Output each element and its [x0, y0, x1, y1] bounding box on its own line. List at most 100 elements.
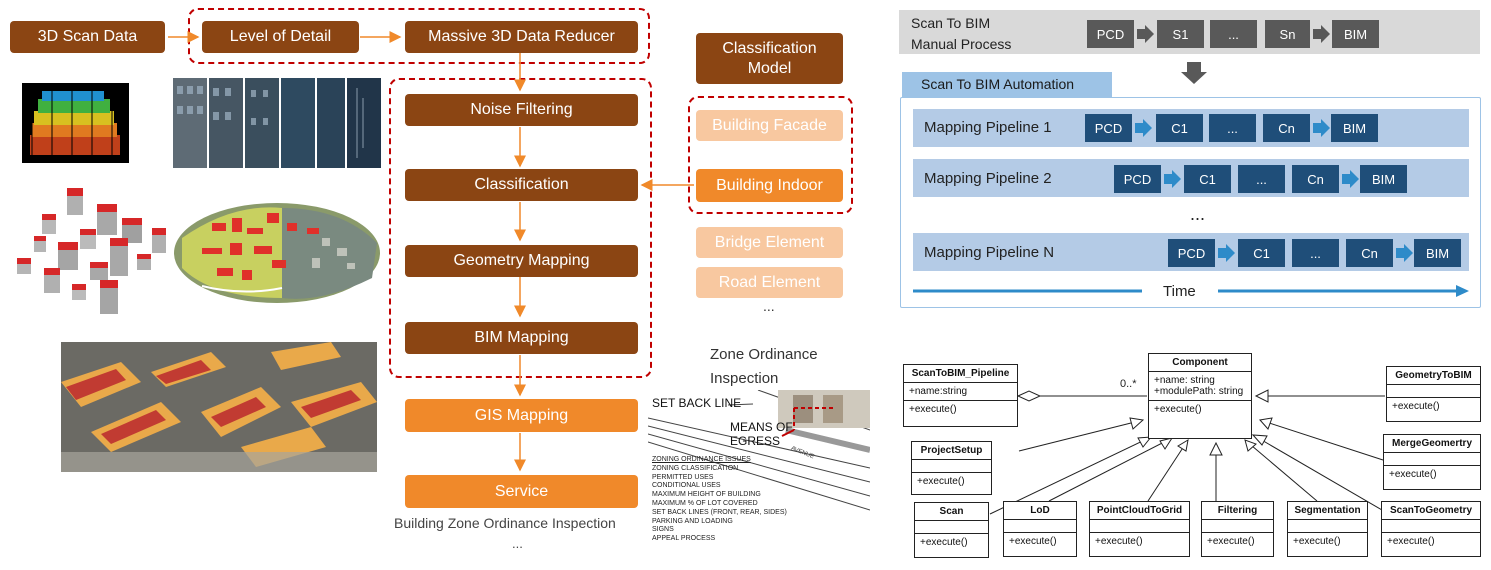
zoning-issue-item: APPEAL PROCESS: [652, 535, 716, 543]
pipeline-2-pcd: PCD: [1114, 165, 1161, 193]
automation-tab: [902, 72, 1112, 97]
automation-panel: [900, 97, 1481, 308]
zoning-issue-item: SET BACK LINES (FRONT, REAR, SIDES): [652, 508, 787, 516]
automation-tab-label: Scan To BIM Automation: [921, 76, 1075, 92]
facade-level-of-detail-images: [173, 78, 381, 168]
uml-pointcloud-to-grid: PointCloudToGrid +execute(): [1089, 501, 1190, 557]
uml-attributes: [1384, 453, 1480, 466]
uml-class-name: MergeGeomertry: [1384, 435, 1480, 453]
uml-class-name: Scan: [915, 503, 988, 521]
lod-buildings-image: [17, 188, 166, 314]
uml-class-name: ScanToGeometry: [1382, 502, 1480, 520]
uml-class-name: PointCloudToGrid: [1090, 502, 1189, 520]
manual-step-bim: BIM: [1332, 20, 1379, 48]
uml-operation: +execute(): [1392, 401, 1440, 412]
uml-operations: +execute(): [1090, 533, 1189, 550]
uml-operations: +execute(): [1387, 398, 1480, 415]
uml-attributes: [1202, 520, 1273, 533]
uml-class-name: Component: [1149, 354, 1251, 372]
uml-class-name: LoD: [1004, 502, 1076, 520]
pipeline-2-cn: Cn: [1292, 165, 1339, 193]
uml-attribute: +modulePath: string: [1154, 386, 1244, 397]
classification-ellipsis: ...: [763, 298, 775, 314]
uml-attribute: +name: string: [1154, 375, 1215, 386]
pipeline-n-cn: Cn: [1346, 239, 1393, 267]
uml-merge-geometry: MergeGeomertry +execute(): [1383, 434, 1481, 490]
classification-model-box: Classification Model: [696, 33, 843, 84]
uml-filtering: Filtering +execute(): [1201, 501, 1274, 557]
bridge-element-box: Bridge Element: [696, 227, 843, 258]
time-axis-label: Time: [1163, 283, 1196, 300]
pipeline-2-ellipsis: ...: [1238, 165, 1285, 193]
set-back-line-label: SET BACK LINE: [652, 396, 742, 410]
manual-step-s1: S1: [1157, 20, 1204, 48]
uml-operation: +execute(): [1293, 536, 1341, 547]
uml-component: Component +name: string +modulePath: str…: [1148, 353, 1252, 439]
geometry-mapping-box: Geometry Mapping: [405, 245, 638, 277]
uml-scan: Scan +execute(): [914, 502, 989, 558]
zone-inspection-drawing: SET BACK LINE MEANS OF EGRESS AVENUE ZON…: [648, 390, 870, 550]
uml-operations: +execute(): [1384, 466, 1480, 483]
zoning-issue-item: SIGNS: [652, 526, 674, 534]
zoning-issue-item: PARKING AND LOADING: [652, 517, 733, 525]
building-indoor-box: Building Indoor: [696, 169, 843, 202]
data-reducer-box: Massive 3D Data Reducer: [405, 21, 638, 53]
uml-operation: +execute(): [1207, 536, 1255, 547]
zoning-issue-item: MAXIMUM HEIGHT OF BUILDING: [652, 491, 761, 499]
uml-operation: +execute(): [909, 404, 957, 415]
uml-operations: +execute(): [915, 534, 988, 551]
pipeline-1-c1: C1: [1156, 114, 1203, 142]
mapping-pipeline-n-label: Mapping Pipeline N: [924, 244, 1055, 261]
mapping-pipeline-2-label: Mapping Pipeline 2: [924, 170, 1052, 187]
uml-operations: +execute(): [912, 473, 991, 490]
manual-step-pcd: PCD: [1087, 20, 1134, 48]
uml-operation: +execute(): [1009, 536, 1057, 547]
service-box: Service: [405, 475, 638, 508]
uml-attributes: [1004, 520, 1076, 533]
uml-class-name: Filtering: [1202, 502, 1273, 520]
manual-arrows: [1137, 25, 1330, 84]
pipeline-n-pcd: PCD: [1168, 239, 1215, 267]
pipeline-2-bim: BIM: [1360, 165, 1407, 193]
manual-step-sn: Sn: [1265, 20, 1310, 48]
uml-attributes: [1382, 520, 1480, 533]
uml-scantobim-pipeline: ScanToBIM_Pipeline +name:string +execute…: [903, 364, 1018, 427]
uml-attributes: [915, 521, 988, 534]
zoning-issue-item: PERMITTED USES: [652, 473, 714, 481]
pipeline-2-c1: C1: [1184, 165, 1231, 193]
aerial-city-image: [61, 342, 377, 472]
egress-label: EGRESS: [730, 434, 781, 448]
classification-model-title: Classification Model: [722, 40, 817, 77]
pipeline-n-bim: BIM: [1414, 239, 1461, 267]
pipeline-1-ellipsis: ...: [1209, 114, 1256, 142]
uml-geometry-to-bim: GeometryToBIM +execute(): [1386, 366, 1481, 422]
uml-attributes: [1288, 520, 1367, 533]
manual-title-line2: Manual Process: [911, 36, 1012, 52]
uml-operations: +execute(): [1288, 533, 1367, 550]
uml-operation: +execute(): [917, 476, 965, 487]
pipeline-1-pcd: PCD: [1085, 114, 1132, 142]
means-of-label: MEANS OF: [730, 420, 793, 434]
uml-attributes: +name:string: [904, 383, 1017, 401]
inspection-caption-ellipsis: ...: [512, 536, 523, 551]
road-element-box: Road Element: [696, 267, 843, 298]
noise-filtering-box: Noise Filtering: [405, 94, 638, 126]
manual-title-line1: Scan To BIM: [911, 15, 991, 31]
level-of-detail-box: Level of Detail: [202, 21, 359, 53]
uml-operations: +execute(): [1149, 401, 1251, 418]
zoning-issue-item: CONDITIONAL USES: [652, 482, 721, 490]
aggregation-multiplicity: 0..*: [1120, 378, 1137, 390]
pipeline-n-c1: C1: [1238, 239, 1285, 267]
classification-box: Classification: [405, 169, 638, 201]
pipelines-ellipsis: ...: [1190, 204, 1206, 224]
uml-attributes: [1387, 385, 1480, 398]
uml-attributes: [1090, 520, 1189, 533]
pipeline-arrows: [913, 119, 1469, 297]
uml-operation: +execute(): [920, 537, 968, 548]
uml-operation: +execute(): [1389, 469, 1437, 480]
uml-class-name: ProjectSetup: [912, 442, 991, 460]
uml-operations: +execute(): [1004, 533, 1076, 550]
uml-operation: +execute(): [1154, 404, 1202, 415]
uml-segmentation: Segmentation +execute(): [1287, 501, 1368, 557]
